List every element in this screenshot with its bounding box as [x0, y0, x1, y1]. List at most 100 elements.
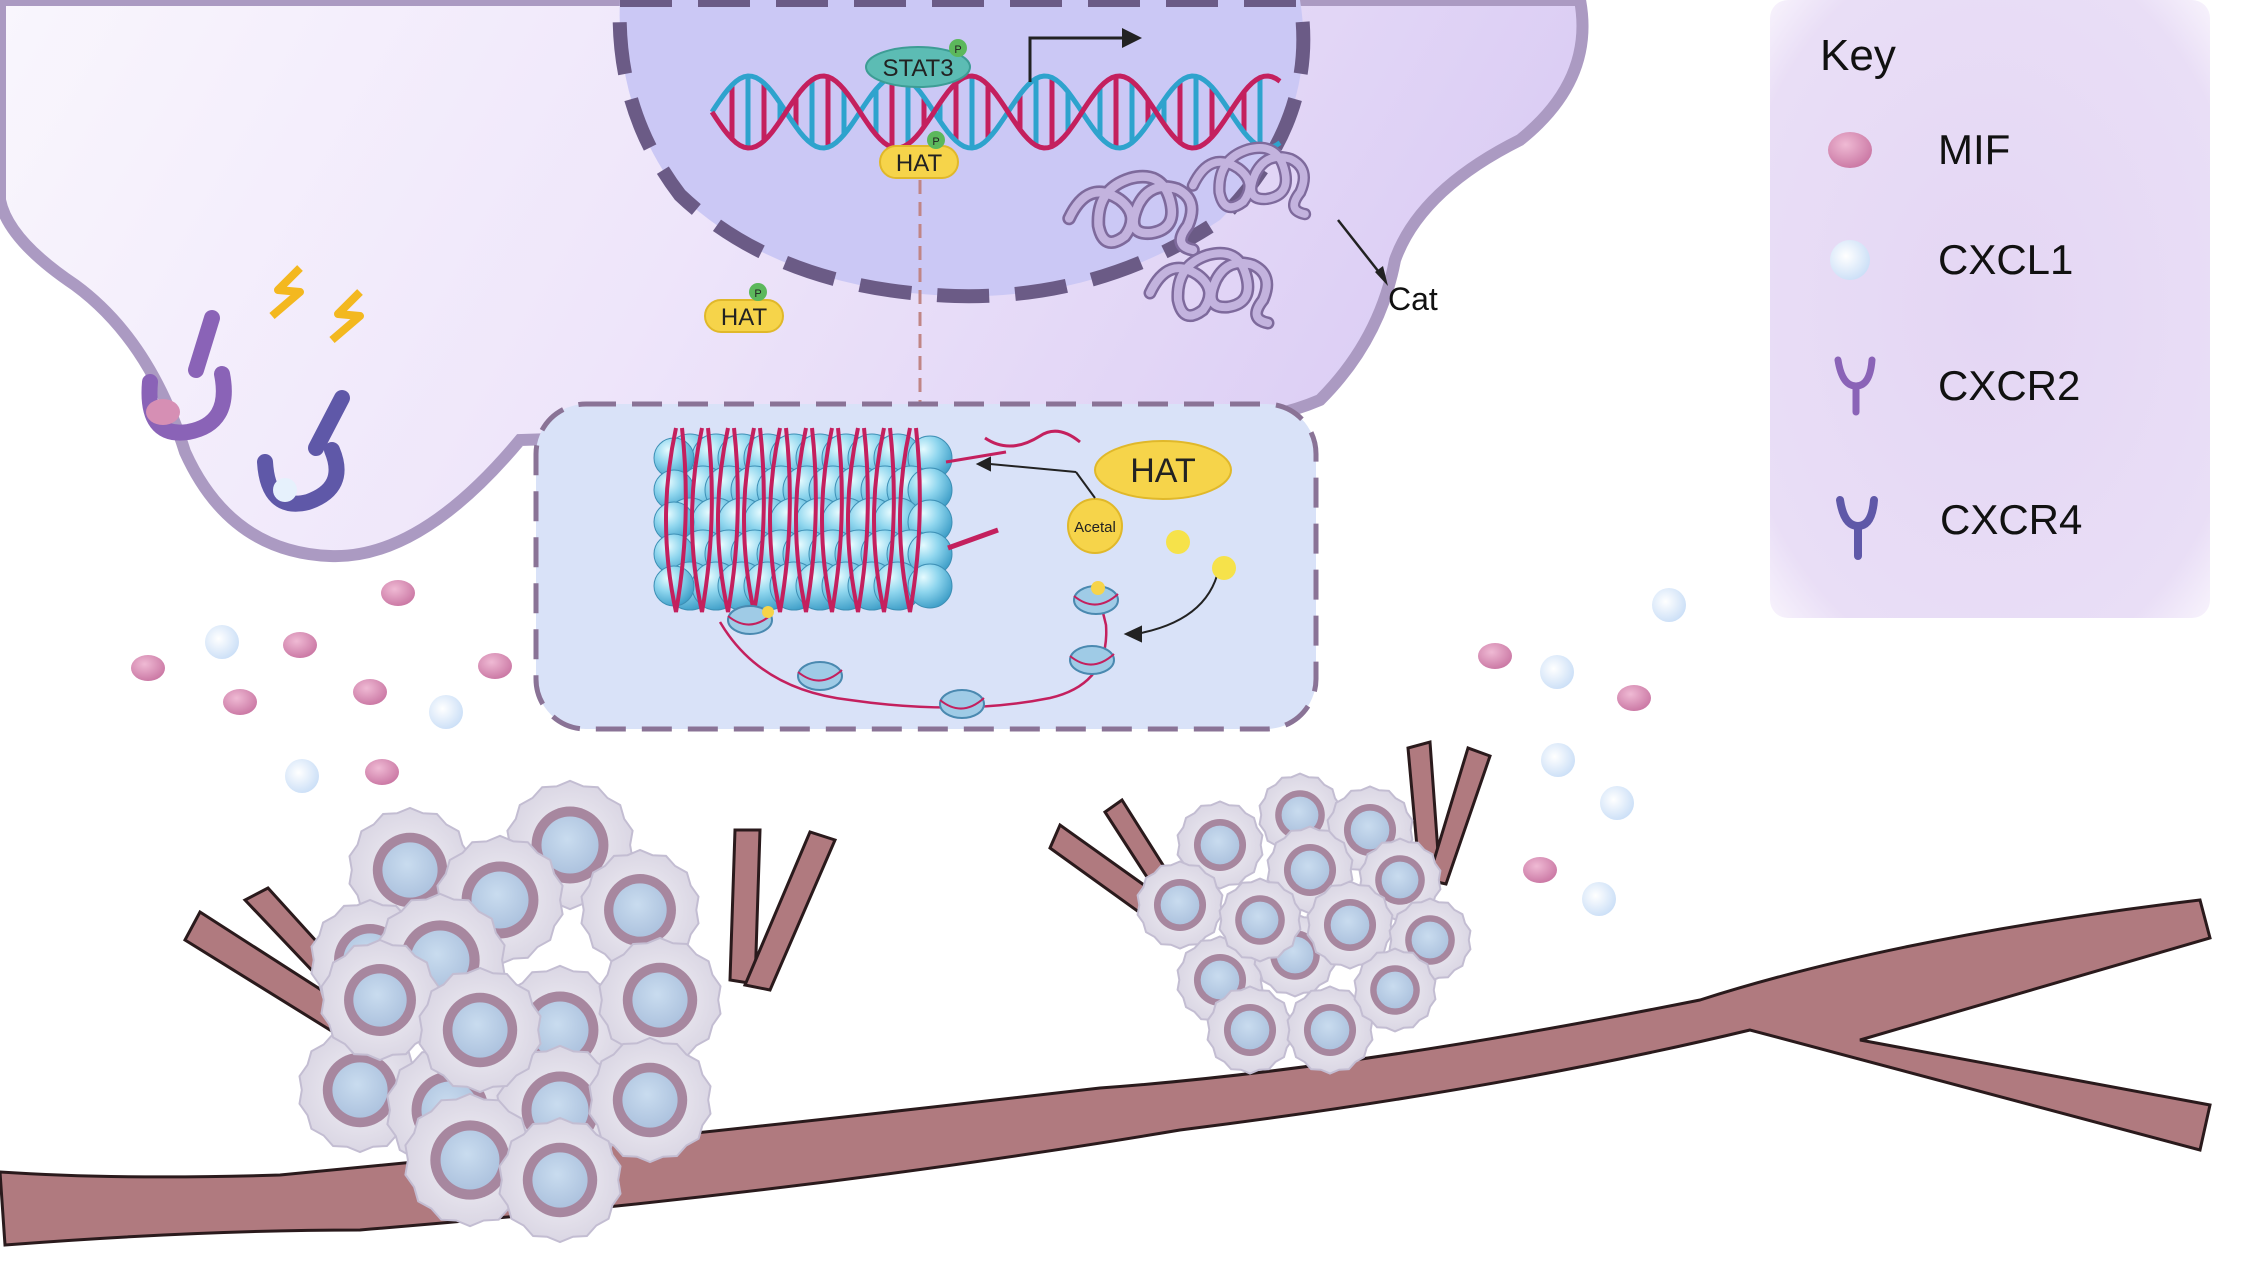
- nucleosome-dna: [1069, 653, 1115, 666]
- dna-wrap: [690, 427, 714, 613]
- tumor-clusters: [298, 772, 1472, 1244]
- mif-molecule: [353, 679, 387, 705]
- mif-molecule: [283, 632, 317, 658]
- cxcr4-receptor: [257, 390, 350, 512]
- cxcl1-molecule: [285, 759, 319, 793]
- key-label-cxcr2: CXCR2: [1938, 362, 2080, 409]
- dna-wrap: [794, 427, 818, 613]
- cxcr2-receptor: [141, 310, 232, 441]
- tumor-cell: [320, 938, 440, 1062]
- acetyl-group: Acetal: [1067, 498, 1123, 554]
- tumor-cell-nucleus: [541, 816, 599, 874]
- nucleosome-dna: [939, 697, 985, 710]
- dna-strand: [709, 73, 1282, 151]
- cat-arrow: Cat: [1337, 219, 1438, 317]
- tumor-cell: [1218, 877, 1302, 963]
- mif-molecule: [478, 653, 512, 679]
- secreted-chemokines: [131, 580, 1686, 916]
- key-title: Key: [1820, 31, 1896, 80]
- phospho-icon: [927, 131, 945, 149]
- key-label-mif: MIF: [1938, 126, 2010, 173]
- acetylation-arrows: [975, 456, 1221, 643]
- stat3-protein: STAT3 P: [865, 39, 971, 88]
- dna-wrap: [768, 427, 792, 613]
- lightning-signal-icon: [269, 265, 364, 344]
- tumor-cell-nucleus: [622, 1072, 678, 1128]
- hat-label: HAT: [721, 304, 768, 331]
- tumor-cell-nucleus: [1411, 921, 1449, 959]
- cxcl1-molecule: [1541, 743, 1575, 777]
- cxcl1-molecule: [1652, 588, 1686, 622]
- tumor-cell-nucleus: [1160, 885, 1200, 925]
- dna-strand: [709, 73, 1282, 151]
- dna-wrap: [898, 427, 922, 613]
- nucleosome: [797, 661, 843, 691]
- folded-protein: [1186, 141, 1312, 221]
- acetyl-group-free: [1166, 530, 1190, 554]
- cxcr4-receptor-icon: [1836, 496, 1878, 560]
- tumor-cell: [348, 806, 472, 934]
- dna-tail: [947, 527, 999, 551]
- key-legend: Key MIF CXCL1 CXCR2 CXCR4: [1770, 0, 2210, 618]
- tumor-cell-nucleus: [353, 973, 407, 1027]
- hat-protein-nuclear: HAT P: [879, 131, 959, 179]
- phospho-icon: [949, 39, 967, 57]
- cxcl1-icon: [1830, 240, 1870, 280]
- mif-molecule: [1478, 643, 1512, 669]
- tumor-cell-nucleus: [1381, 861, 1419, 899]
- tumor-cell: [1306, 880, 1394, 970]
- protein-chain: [1064, 172, 1198, 255]
- cxcr2-receptor-icon: [1834, 356, 1876, 416]
- protein-chain: [1189, 144, 1309, 218]
- tumor-cell-nucleus: [1330, 905, 1370, 945]
- tumor-cell-nucleus: [1350, 810, 1390, 850]
- tumor-cell-nucleus: [332, 1062, 388, 1118]
- dna-wrap: [820, 427, 844, 613]
- nucleosome-dna: [1073, 593, 1119, 606]
- mif-molecule: [131, 655, 165, 681]
- svg-text:P: P: [932, 136, 939, 148]
- mif-molecule: [223, 689, 257, 715]
- nucleosomes: [727, 581, 1119, 719]
- tumor-cell-nucleus: [1200, 825, 1240, 865]
- tumor-cell-nucleus: [1281, 796, 1319, 834]
- cxcl1-molecule: [429, 695, 463, 729]
- tumor-cell-nucleus: [1310, 1010, 1350, 1050]
- tumor-cell: [1136, 860, 1224, 950]
- tumor-cell: [1353, 947, 1437, 1033]
- acetyl-mark: [1091, 581, 1105, 595]
- svg-text:P: P: [954, 44, 961, 56]
- tumor-cell-nucleus: [1290, 850, 1330, 890]
- tumor-cell-nucleus: [613, 883, 667, 937]
- stat3-label: STAT3: [882, 55, 953, 82]
- cxcl1-molecule: [1540, 655, 1574, 689]
- protein-chain: [1146, 249, 1272, 327]
- tumor-cell-nucleus: [1230, 1010, 1270, 1050]
- svg-text:P: P: [754, 288, 761, 300]
- nucleosome: [727, 605, 773, 635]
- mif-molecule: [365, 759, 399, 785]
- tumor-cell: [1206, 985, 1294, 1075]
- acetyl-group-free: [1212, 556, 1236, 580]
- phospho-icon: [749, 283, 767, 301]
- hat-enzyme: HAT: [1094, 440, 1232, 500]
- tumor-cell-nucleus: [532, 1152, 588, 1208]
- dna-tail: [945, 450, 1007, 464]
- folded-proteins: [1062, 141, 1312, 330]
- mif-icon: [1828, 132, 1872, 168]
- dna-wrap: [872, 427, 896, 613]
- acetal-label: Acetal: [1074, 519, 1116, 536]
- chromatin-fiber: [653, 427, 1007, 613]
- cxcl1-bound: [273, 478, 297, 502]
- hat-label: HAT: [1130, 452, 1195, 490]
- hat-label: HAT: [896, 150, 943, 177]
- tumor-cell-nucleus: [440, 1130, 500, 1190]
- mif-molecule: [381, 580, 415, 606]
- tumor-cell-nucleus: [452, 1002, 508, 1058]
- dna-wrap: [664, 427, 688, 613]
- mif-bound: [146, 399, 180, 425]
- folded-protein: [1143, 246, 1275, 330]
- tumor-cell-nucleus: [1241, 901, 1279, 939]
